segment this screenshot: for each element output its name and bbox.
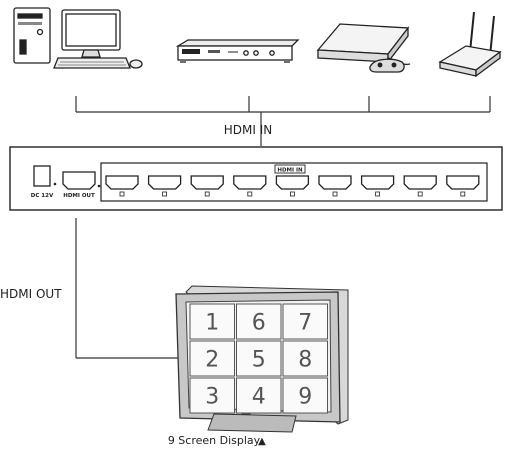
screen-cell <box>189 303 235 340</box>
port-indicator-led <box>375 191 381 197</box>
pc-icon <box>13 7 143 69</box>
screen-cell-number: 4 <box>252 385 266 410</box>
hdmi-input-port <box>446 175 480 190</box>
multiviewer-device: DC 12V HDMI OUT HDMI IN <box>9 146 503 211</box>
hdmi-input-port <box>403 175 437 190</box>
hdmi-input-ports <box>105 175 480 197</box>
game-console-icon <box>316 23 411 73</box>
hdmi-input-port <box>318 175 352 190</box>
screen-cell <box>282 340 328 377</box>
dvd-player-icon <box>175 39 300 63</box>
nine-screen-grid: 1 6 7 2 5 8 3 4 9 <box>189 303 328 414</box>
dc-power-port <box>33 165 51 187</box>
port-indicator-led <box>417 191 423 197</box>
screen-cell-number: 1 <box>205 311 219 336</box>
hdmi-input-port <box>147 175 182 190</box>
hdmi-input-port <box>105 175 139 190</box>
port-indicator-led <box>460 191 466 197</box>
tv-stand <box>207 413 297 433</box>
screen-cell <box>282 377 328 414</box>
hdmi-out-port <box>62 171 96 190</box>
caption: 9 Screen Display <box>168 434 261 447</box>
hdmi-in-port-group <box>100 162 488 202</box>
screen-cell <box>189 340 235 377</box>
hdmi-input-port <box>360 175 395 190</box>
tv-display: 1 6 7 2 5 8 3 4 9 <box>175 285 349 433</box>
port-indicator-led <box>247 191 253 197</box>
hdmi-out-label: HDMI OUT <box>0 287 62 301</box>
router-icon <box>438 11 502 78</box>
input-cable-lines <box>75 96 491 146</box>
port-indicator-led <box>119 191 125 197</box>
screen-cell-number: 3 <box>205 385 219 410</box>
screen-cell <box>236 303 282 340</box>
screen-cell <box>236 340 282 377</box>
screen-cell-number: 9 <box>298 385 312 410</box>
screen-cell-number: 5 <box>252 348 266 373</box>
svg-text:HDMI IN: HDMI IN <box>277 168 303 174</box>
hdmi-in-badge <box>274 164 306 174</box>
hdmi-in-label: HDMI IN <box>224 123 273 137</box>
hdmi-input-port <box>190 175 224 190</box>
port-indicator-led <box>162 191 168 197</box>
dc-label: DC 12V <box>31 193 54 199</box>
screen-cell <box>282 303 328 340</box>
caption-triangle-icon: ▲ <box>258 436 266 447</box>
screen-cell <box>189 377 235 414</box>
port-indicator-led <box>332 191 338 197</box>
hdmi-input-port <box>233 175 267 190</box>
screen-cell-number: 8 <box>298 348 312 373</box>
screen-cell-number: 7 <box>298 311 312 336</box>
hdmi-out-port-label: HDMI OUT <box>63 193 95 199</box>
port-indicator-led <box>289 191 295 197</box>
port-indicator-led <box>204 191 210 197</box>
hdmi-input-port <box>275 175 310 190</box>
output-cable-line <box>75 218 178 359</box>
screen-cell <box>236 377 282 414</box>
screen-cell-number: 2 <box>205 348 219 373</box>
screen-cell-number: 6 <box>252 311 266 336</box>
